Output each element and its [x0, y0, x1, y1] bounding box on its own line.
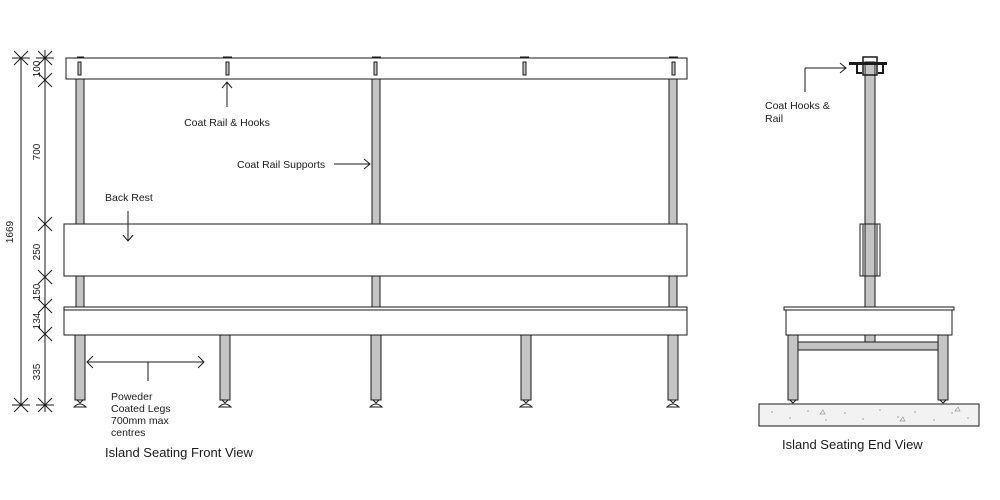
coat-hooks-rail-head	[849, 56, 887, 76]
concrete-texture	[771, 406, 969, 422]
dim-back-rest: 250	[32, 243, 43, 260]
dim-ticks	[36, 50, 54, 413]
label-coat-rail-hooks: Coat Rail & Hooks	[184, 117, 270, 129]
label-legs-line2: Coated Legs	[111, 403, 171, 415]
coat-rail-support	[371, 78, 381, 225]
dim-seat: 134	[32, 312, 43, 329]
post-segment	[668, 275, 678, 308]
dim-total: 1669	[5, 220, 16, 243]
legs	[72, 334, 681, 408]
dim-support: 700	[32, 143, 43, 160]
back-rest	[63, 223, 688, 277]
seat	[63, 306, 688, 336]
end-view: Coat Hooks & Rail Island Seating End Vie…	[758, 56, 980, 452]
label-back-rest: Back Rest	[105, 192, 153, 204]
label-coat-hooks-line1: Coat Hooks &	[765, 100, 830, 112]
front-view: Coat Rail & Hooks Coat Rail Supports Bac…	[63, 56, 688, 460]
cross-rail	[797, 341, 939, 351]
concrete-floor	[758, 403, 980, 427]
label-coat-hooks-line2: Rail	[765, 113, 783, 125]
back-rest-bracket	[859, 223, 881, 277]
label-legs-line3: 700mm max	[111, 415, 170, 427]
end-post	[864, 61, 876, 308]
coat-hooks	[77, 56, 678, 76]
post-segment	[75, 275, 85, 308]
label-coat-rail-supports: Coat Rail Supports	[237, 159, 325, 171]
coat-rail-support	[75, 78, 85, 225]
end-leg	[937, 334, 949, 401]
dimension-lines: 1669 100 700 250 150 134 335	[5, 50, 54, 413]
label-legs-line4: centres	[111, 427, 145, 439]
dim-gap: 150	[32, 283, 43, 300]
coat-rail-support	[668, 78, 678, 225]
caption-front-view: Island Seating Front View	[105, 445, 254, 460]
dim-rail: 100	[32, 60, 43, 77]
label-legs-line1: Poweder	[111, 391, 153, 403]
caption-end-view: Island Seating End View	[782, 437, 923, 452]
dim-legs: 335	[32, 363, 43, 380]
end-leg	[787, 334, 799, 401]
post-segment	[371, 275, 381, 308]
end-seat	[785, 309, 953, 336]
